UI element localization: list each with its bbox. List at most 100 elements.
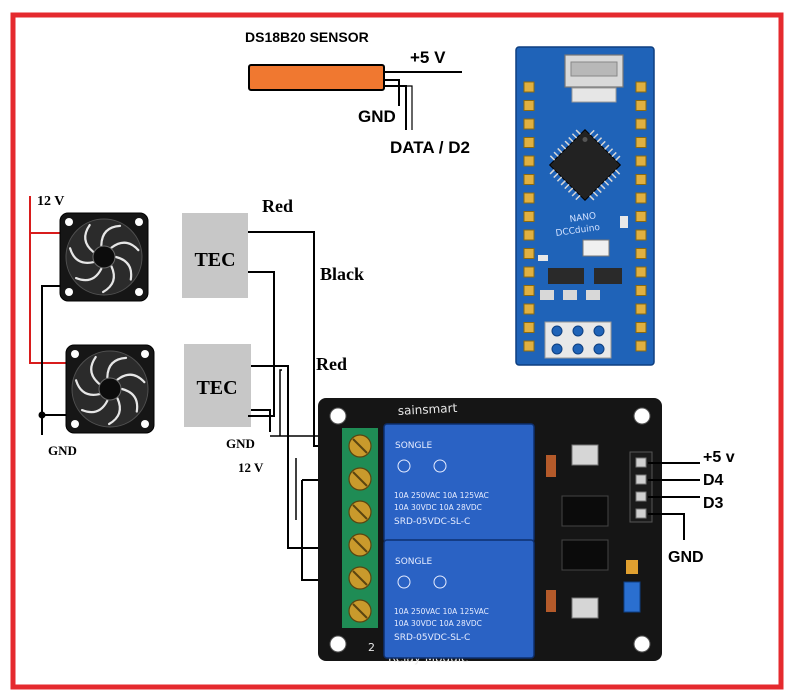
screw-terminal-block	[342, 428, 378, 628]
arduino-header-left	[523, 81, 535, 352]
chip-leg	[596, 187, 602, 194]
chip-leg	[611, 151, 617, 158]
header-pin	[635, 508, 647, 519]
chip-leg	[557, 147, 563, 154]
mounting-hole-icon	[633, 635, 651, 653]
usb-port-icon	[570, 61, 618, 77]
header-pin	[523, 248, 535, 259]
chip-leg	[549, 169, 555, 175]
fan-icon	[65, 344, 155, 434]
header-pin	[523, 118, 535, 130]
chip-leg	[575, 129, 581, 135]
sensor-gnd-wire	[384, 79, 400, 106]
resistor-icon	[546, 590, 556, 612]
supply-bus	[270, 435, 321, 480]
chip-leg	[549, 155, 556, 161]
icsp-pin	[572, 325, 584, 337]
chip-leg	[604, 144, 610, 150]
arduino-pcb	[515, 46, 655, 366]
chip-leg	[564, 183, 570, 190]
tec2-black-wire	[251, 409, 271, 432]
chip-leg	[553, 151, 559, 157]
chip-leg	[607, 148, 614, 154]
sensor-gnd-label: GND	[358, 107, 396, 126]
chip-leg	[560, 180, 566, 186]
mounting-hole-icon	[329, 407, 347, 425]
header-pin	[523, 322, 535, 333]
fan-icon	[59, 212, 149, 302]
chip-leg	[560, 144, 567, 150]
header-pin	[635, 303, 647, 315]
sensor-data-wire-2	[384, 85, 413, 130]
smd-component-icon	[586, 290, 600, 300]
regulator-chip-icon	[548, 268, 584, 284]
led-icon	[626, 560, 638, 574]
relay-2: SONGLE 10A 250VAC 10A 125VAC 10A 30VDC 1…	[383, 539, 535, 659]
fan-12v-label: 12 V	[37, 194, 64, 209]
mounting-hole-icon	[329, 635, 347, 653]
tec-module-1	[182, 213, 248, 298]
relay-gnd-wire	[648, 513, 685, 540]
header-pin	[523, 100, 535, 111]
chip-leg	[600, 140, 606, 147]
header-pin	[523, 303, 535, 315]
relay-2-rating-2: 10A 30VDC 10A 28VDC	[394, 619, 482, 628]
relay-1-rating-2: 10A 30VDC 10A 28VDC	[394, 503, 482, 512]
header-pin	[635, 491, 647, 502]
header-pin	[523, 174, 535, 185]
smd-component-icon	[620, 216, 628, 228]
header-pin	[635, 174, 647, 185]
header-pin	[635, 211, 647, 222]
relay-1-model: SRD-05VDC-SL-C	[394, 517, 470, 527]
header-pin	[523, 266, 535, 278]
relay-module: sainsmart Relay Module 2 SONGLE 10A 250V…	[318, 398, 735, 665]
relay-2-model: SRD-05VDC-SL-C	[394, 633, 470, 643]
usb-shell	[571, 87, 617, 103]
chip-leg	[596, 137, 603, 143]
icsp-header	[544, 321, 612, 359]
chip-leg	[614, 169, 621, 175]
relay-in1-label: D4	[703, 472, 724, 489]
tec-group: TEC TEC Red Black Red GND 12 V	[182, 196, 364, 581]
ce-mark-icon	[433, 575, 447, 589]
terminal-screws	[348, 434, 372, 623]
transistor-icon	[571, 444, 599, 466]
temperature-sensor: DS18B20 SENSOR +5 V GND DATA / D2	[245, 29, 470, 157]
tec-wire-red-label: Red	[262, 196, 293, 216]
arduino-header-right	[635, 81, 647, 352]
header-pin	[523, 229, 535, 241]
chip-leg	[603, 180, 610, 186]
sensor-body	[248, 64, 385, 91]
ul-mark-icon	[397, 459, 411, 473]
tec-module-2	[184, 344, 251, 427]
jumper-icon	[623, 581, 641, 613]
header-pin	[523, 155, 535, 167]
header-housing	[629, 451, 653, 523]
sensor-data-label: DATA / D2	[390, 138, 470, 157]
resistor-icon	[546, 455, 556, 477]
header-pin	[635, 457, 647, 468]
chip-leg	[593, 133, 599, 139]
header-pin	[635, 118, 647, 130]
tec-gnd-label: GND	[226, 436, 255, 451]
supply-stub	[279, 369, 282, 436]
relay-gnd-label: GND	[668, 549, 704, 566]
chip-leg	[589, 195, 595, 201]
relay-1-rating-1: 10A 250VAC 10A 125VAC	[394, 491, 489, 500]
icsp-pin	[551, 343, 563, 355]
header-pin	[635, 285, 647, 296]
relay-2-rating-1: 10A 250VAC 10A 125VAC	[394, 607, 489, 616]
optocoupler-icon	[561, 539, 609, 571]
header-pin	[635, 155, 647, 167]
tec-12v-label: 12 V	[238, 460, 264, 475]
relay-brand-label: sainsmart	[397, 401, 457, 418]
chip-leg	[611, 173, 617, 179]
header-pin	[635, 192, 647, 204]
smd-component-icon	[563, 290, 577, 300]
sensor-title: DS18B20 SENSOR	[245, 29, 369, 45]
silkscreen-brand: NANO	[569, 211, 597, 225]
fan-gnd-wire	[41, 285, 67, 435]
mounting-hole-icon	[633, 407, 651, 425]
relay-1-brand: SONGLE	[395, 441, 433, 451]
